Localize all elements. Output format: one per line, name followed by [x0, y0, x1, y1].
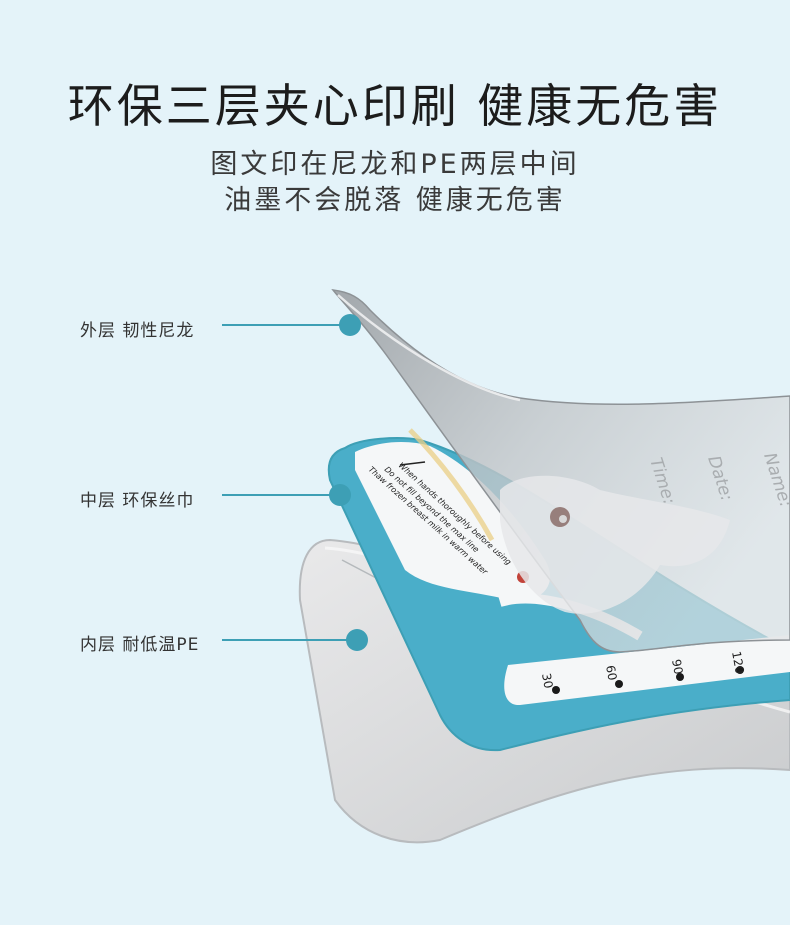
page-title: 环保三层夹心印刷 健康无危害	[67, 79, 723, 133]
scale-label-90: 90	[669, 658, 685, 675]
callout-dot-inner	[346, 629, 368, 651]
callout-middle	[222, 484, 351, 506]
scale-dots	[552, 666, 744, 694]
callout-dot-outer	[339, 314, 361, 336]
middle-print-white-area	[355, 442, 551, 601]
scale-label-120: 120	[729, 650, 747, 675]
callout-outer	[222, 314, 361, 336]
callout-inner	[222, 629, 368, 651]
callout-label-outer: 外层 韧性尼龙	[80, 321, 195, 341]
volume-scale-strip	[504, 635, 790, 706]
callout-dot-middle	[329, 484, 351, 506]
callout-label-middle: 中层 环保丝巾	[80, 491, 195, 511]
subtitle-line-1: 图文印在尼龙和PE两层中间	[210, 149, 580, 180]
scale-label-30: 30	[539, 672, 555, 689]
subtitle-line-2: 油墨不会脱落 健康无危害	[224, 185, 566, 216]
callout-label-inner: 内层 耐低温PE	[80, 635, 200, 655]
scale-label-60: 60	[603, 664, 619, 681]
